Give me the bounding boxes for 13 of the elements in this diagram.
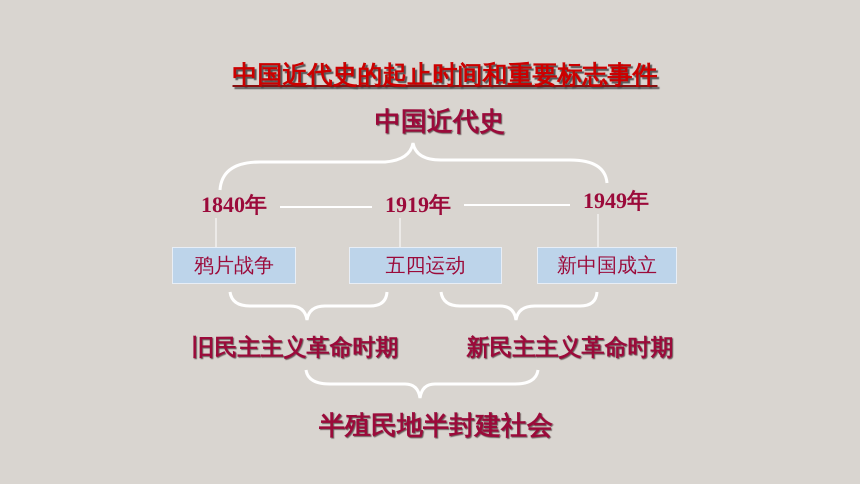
event-box: 新中国成立 (537, 247, 677, 284)
year-label: 1840年 (188, 192, 280, 218)
year-label: 1919年 (372, 192, 464, 218)
connector-line (464, 204, 570, 206)
title: 中国近代史的起止时间和重要标志事件 (232, 59, 658, 91)
event-box: 五四运动 (349, 247, 502, 284)
connector-line (280, 206, 372, 208)
era-label: 半殖民地半封建社会 (318, 410, 554, 442)
heading: 中国近代史 (374, 106, 506, 138)
period-label: 新民主主义革命时期 (465, 334, 674, 363)
event-box: 鸦片战争 (172, 247, 296, 284)
period-label: 旧民主主义革命时期 (190, 334, 400, 363)
year-label: 1949年 (570, 188, 662, 214)
